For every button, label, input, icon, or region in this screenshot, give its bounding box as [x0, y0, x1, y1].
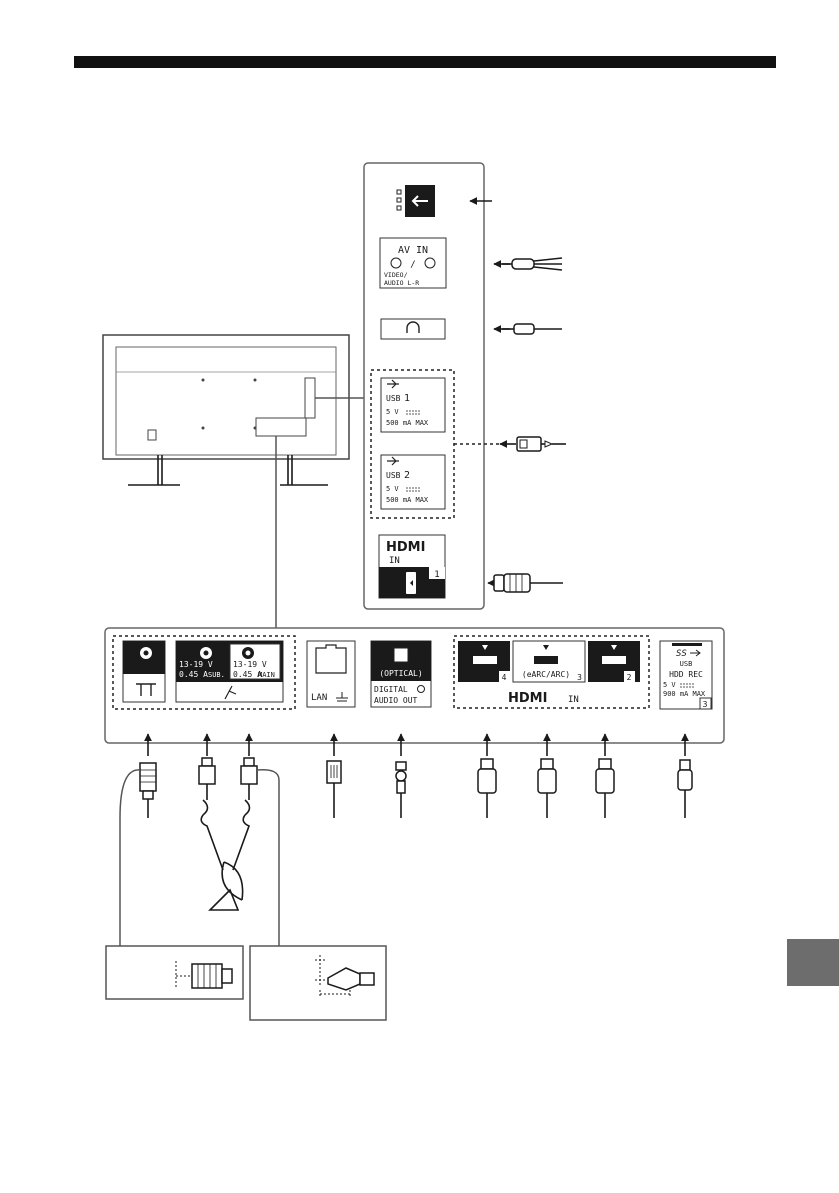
callout-line-satellite: [257, 770, 279, 946]
lan-plug-icon: [327, 761, 341, 818]
usb3-num: 3: [703, 700, 708, 709]
svg-text:/: /: [410, 260, 415, 270]
digital-label: DIGITAL: [374, 685, 408, 694]
satellite-port: 13-19 V 0.45 A SUB. 13-19 V 0.45 A MAIN: [176, 641, 283, 702]
headphone-port: [381, 319, 445, 339]
usb2-power: 5 V: [386, 485, 399, 493]
hdmi-group-in: IN: [568, 695, 579, 705]
audio-out-label: AUDIO OUT: [374, 696, 418, 705]
usb2-port: USB 2 5 V 500 mA MAX: [381, 455, 445, 509]
av-jack-plug-icon: [502, 258, 562, 270]
satellite-dish-icon: [210, 862, 243, 910]
tv-rear-illustration: [103, 335, 349, 485]
hdmi3-earc: (eARC/ARC): [522, 670, 570, 679]
lan-label: LAN: [311, 693, 327, 703]
hdmi3-num: 3: [577, 673, 582, 682]
hdmi-plug-side-icon: [494, 574, 563, 592]
callout-line-antenna: [120, 770, 140, 946]
optical-label: (OPTICAL): [379, 669, 422, 678]
usb1-port: USB 1 5 V 500 mA MAX: [381, 378, 445, 432]
sat-sub-label: SUB.: [208, 671, 225, 679]
hdmi1-num: 1: [434, 570, 439, 580]
headphone-plug-icon: [502, 324, 562, 334]
av-in-sub2: AUDIO L-R: [384, 279, 419, 287]
usb3-current: 900 mA MAX: [663, 690, 706, 698]
antenna-connector-detail: [106, 946, 243, 999]
optical-plug-icon: [396, 762, 406, 818]
sat-sub-volt: 13-19 V: [179, 660, 213, 669]
sat-main-label: MAIN: [258, 671, 275, 679]
usb3-plug-icon: [678, 760, 692, 818]
hdmi-group-logo: HDMI: [508, 691, 547, 706]
satellite-connector-detail: [250, 946, 386, 1020]
hdmi2-num: 2: [627, 673, 632, 682]
sat-sub-amp: 0.45 A: [179, 670, 208, 679]
hdmi-plug-icons: [478, 759, 614, 818]
hdmi4-num: 4: [502, 673, 507, 682]
optical-port: (OPTICAL) DIGITAL AUDIO OUT: [371, 641, 431, 707]
usb1-power: 5 V: [386, 408, 399, 416]
av-in-title: AV IN: [398, 245, 428, 256]
sat-main-volt: 13-19 V: [233, 660, 267, 669]
usb3-port: SS USB HDD REC 5 V 900 mA MAX 3: [660, 641, 712, 709]
usb3-usb: USB: [680, 660, 693, 668]
av-in-port: AV IN / VIDEO/ AUDIO L-R: [380, 238, 446, 288]
hdmi1-in: IN: [389, 556, 400, 566]
lan-port: LAN: [307, 641, 355, 707]
satellite-plugs-icon: [199, 758, 257, 870]
usb3-hdd-rec: HDD REC: [669, 670, 703, 679]
usb2-current: 500 mA MAX: [386, 496, 429, 504]
usb2-label: USB: [386, 471, 401, 480]
usb1-label: USB: [386, 394, 401, 403]
antenna-plug-icon: [140, 763, 156, 818]
usb3-power: 5 V: [663, 681, 676, 689]
hdmi1-port: HDMI IN 1: [379, 535, 445, 598]
usb-plug-icon: [517, 437, 566, 451]
usb1-current: 500 mA MAX: [386, 419, 429, 427]
antenna-port: [123, 641, 165, 702]
hdmi1-logo: HDMI: [386, 540, 425, 555]
av-in-sub1: VIDEO/: [384, 271, 408, 279]
usb2-num: 2: [404, 470, 410, 481]
usb3-ss-logo: SS: [676, 649, 687, 659]
header-bar: [74, 56, 776, 68]
page-tab: [787, 939, 839, 986]
usb1-num: 1: [404, 393, 410, 404]
